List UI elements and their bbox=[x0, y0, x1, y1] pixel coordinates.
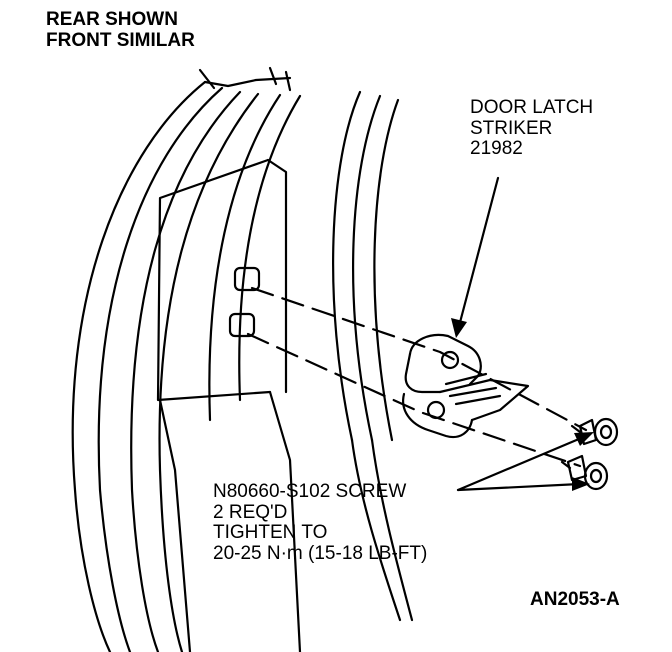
striker-leader-arrow bbox=[456, 176, 500, 332]
screw-callout-line-4: 20-25 N·m (15-18 LB-FT) bbox=[213, 542, 428, 564]
screw-callout: N80660-S102 SCREW 2 REQ'D TIGHTEN TO 20-… bbox=[213, 481, 428, 564]
figure-id: AN2053-A bbox=[530, 589, 620, 610]
screw-callout-line-1: N80660-S102 SCREW bbox=[213, 481, 407, 502]
screw-callout-line-3: TIGHTEN TO bbox=[213, 522, 328, 544]
arrowheads bbox=[451, 318, 594, 491]
striker-callout: DOOR LATCH STRIKER 21982 bbox=[470, 97, 594, 160]
striker-callout-line-3: 21982 bbox=[470, 138, 523, 160]
door-jamb-panel bbox=[156, 158, 302, 652]
screw-callout-line-2: 2 REQ'D bbox=[213, 501, 288, 523]
screw-leader-arrows bbox=[456, 434, 588, 492]
striker-callout-line-2: STRIKER bbox=[470, 117, 553, 139]
view-note-line-2: FRONT SIMILAR bbox=[46, 29, 195, 51]
striker-callout-line-1: DOOR LATCH bbox=[470, 97, 594, 118]
door-latch-striker bbox=[402, 333, 530, 439]
mounting-holes bbox=[228, 266, 261, 338]
view-note: REAR SHOWN FRONT SIMILAR bbox=[46, 9, 195, 51]
view-note-line-1: REAR SHOWN bbox=[46, 9, 178, 30]
body-contours bbox=[332, 90, 414, 622]
alignment-lines bbox=[246, 286, 588, 468]
door-frame-contours bbox=[71, 66, 302, 652]
screw-lower bbox=[560, 454, 609, 491]
